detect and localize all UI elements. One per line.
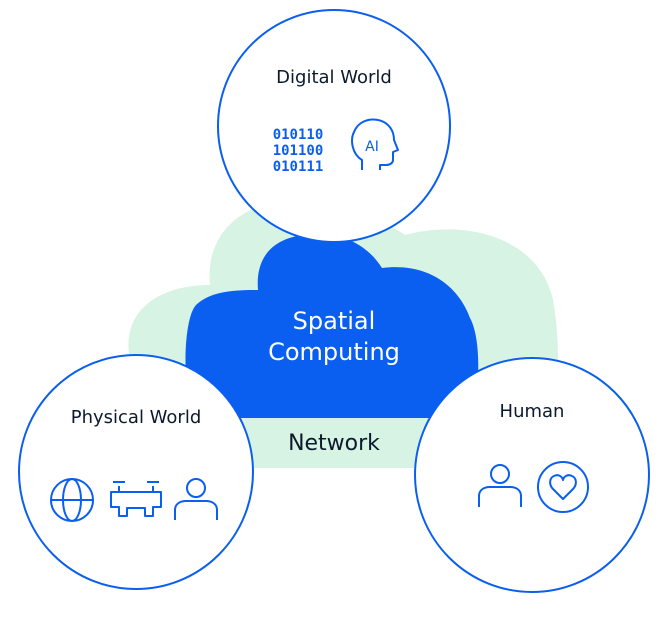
spatial-computing-cloud-shape [185, 234, 479, 418]
drone-icon [110, 481, 162, 517]
spatial-title-line1: Spatial [293, 307, 376, 335]
binary-line-2: 101100 [273, 143, 324, 159]
ai-head-icon: AI [351, 118, 399, 170]
binary-code-icon: 010110 101100 010111 [273, 127, 324, 175]
human-title: Human [500, 401, 565, 422]
network-label: Network [288, 431, 380, 456]
ai-label: AI [365, 139, 379, 155]
physical-world-circle [18, 354, 254, 590]
person-icon [174, 478, 218, 520]
human-circle [414, 357, 650, 593]
binary-line-3: 010111 [273, 159, 324, 175]
physical-world-node: Physical World [18, 354, 254, 590]
person-icon [478, 464, 522, 507]
binary-line-1: 010110 [273, 127, 324, 143]
human-node: Human [414, 357, 650, 593]
heart-icon [537, 461, 589, 513]
globe-icon [50, 478, 94, 522]
physical-world-title: Physical World [71, 407, 202, 428]
digital-world-circle [217, 9, 451, 243]
spatial-title-line2: Computing [268, 338, 400, 366]
digital-world-node: Digital World 010110 101100 010111 AI [217, 9, 451, 243]
digital-world-title: Digital World [276, 67, 392, 88]
